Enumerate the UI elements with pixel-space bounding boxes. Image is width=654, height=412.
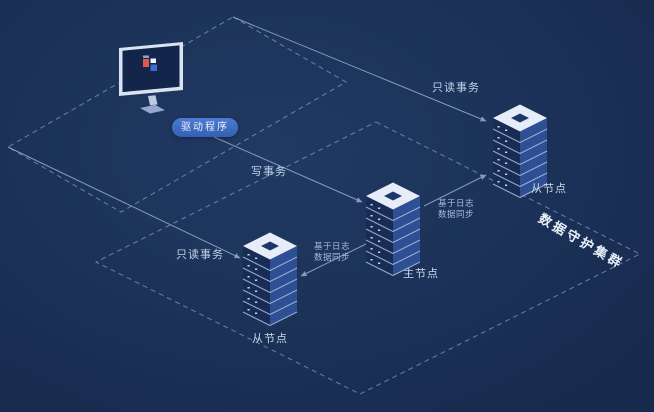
- write-arrow: [213, 136, 363, 203]
- driver-badge: 驱动程序: [172, 118, 238, 137]
- driver-zone-outline: [6, 16, 348, 213]
- driver-badge-label: 驱动程序: [181, 122, 229, 133]
- master-node-label: 主节点: [403, 268, 439, 280]
- slave-node-left-label: 从节点: [252, 333, 288, 345]
- sync-right-line2: 数据同步: [437, 208, 474, 219]
- slave-node-right-label: 从节点: [531, 183, 567, 195]
- sync-arrow-right: [423, 174, 487, 207]
- sync-left-line2: 数据同步: [313, 251, 350, 262]
- sync-left-line1: 基于日志: [313, 241, 350, 251]
- sync-right-label: 基于日志 数据同步: [428, 198, 484, 219]
- sync-left-label: 基于日志 数据同步: [304, 241, 360, 262]
- master-node-server-icon: [365, 181, 421, 277]
- write-label: 写事务: [251, 166, 287, 178]
- readonly-arrow-left: [7, 146, 241, 259]
- client-monitor-icon: [119, 42, 183, 114]
- sync-arrow-left: [300, 242, 369, 277]
- readonly-arrow-top: [232, 16, 487, 122]
- readonly-top-label: 只读事务: [432, 82, 480, 94]
- sync-right-line1: 基于日志: [437, 198, 474, 208]
- slave-node-left-server-icon: [242, 231, 298, 327]
- readonly-left-label: 只读事务: [176, 249, 224, 261]
